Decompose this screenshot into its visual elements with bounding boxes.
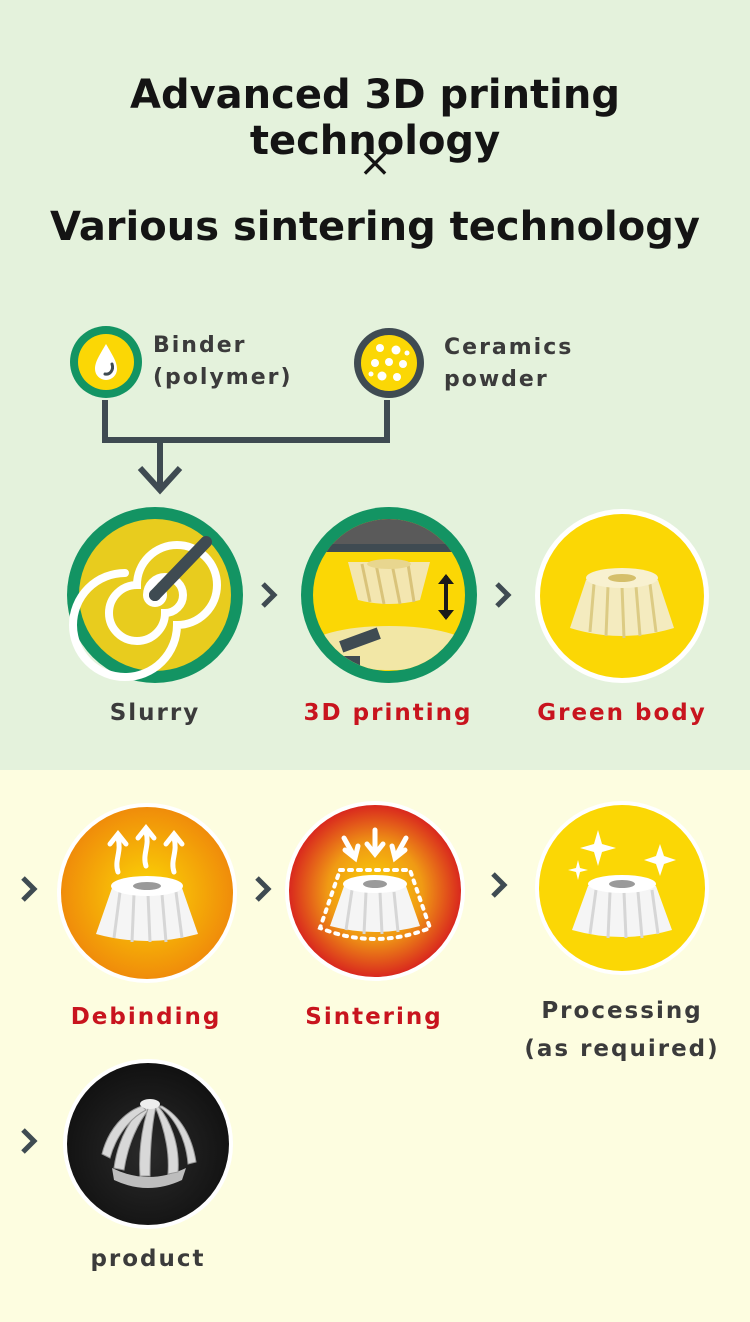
sintering-icon	[284, 800, 466, 982]
step-label-product: product	[90, 1246, 206, 1272]
merge-connector	[90, 400, 410, 500]
chevron-right-icon	[492, 580, 514, 610]
debinding-icon	[56, 802, 238, 984]
chevron-right-icon	[488, 870, 510, 900]
step-label-3d-printing: 3D printing	[303, 700, 473, 726]
3d-printing-icon	[300, 506, 478, 684]
step-label-green-body: Green body	[537, 700, 707, 726]
chevron-right-icon	[18, 1126, 40, 1156]
ceramics-powder-icon	[352, 326, 426, 400]
binder-drop-icon	[68, 324, 144, 400]
times-symbol: ×	[358, 140, 392, 186]
chevron-right-icon	[18, 874, 40, 904]
step-label-sintering: Sintering	[305, 1004, 443, 1030]
binder-label: Binder (polymer)	[153, 333, 293, 390]
product-photo	[62, 1058, 234, 1230]
chevron-right-icon	[258, 580, 280, 610]
chevron-right-icon	[252, 874, 274, 904]
step-label-processing: Processing (as required)	[524, 998, 720, 1062]
ceramics-label: Ceramics powder	[444, 335, 574, 392]
processing-icon	[534, 800, 710, 976]
step-label-slurry: Slurry	[109, 700, 201, 726]
headline-line2: Various sintering technology	[50, 204, 700, 250]
green-body-icon	[534, 508, 710, 684]
slurry-icon	[66, 506, 244, 684]
step-label-debinding: Debinding	[70, 1004, 222, 1030]
headline-line1: Advanced 3D printing technology	[130, 72, 620, 164]
